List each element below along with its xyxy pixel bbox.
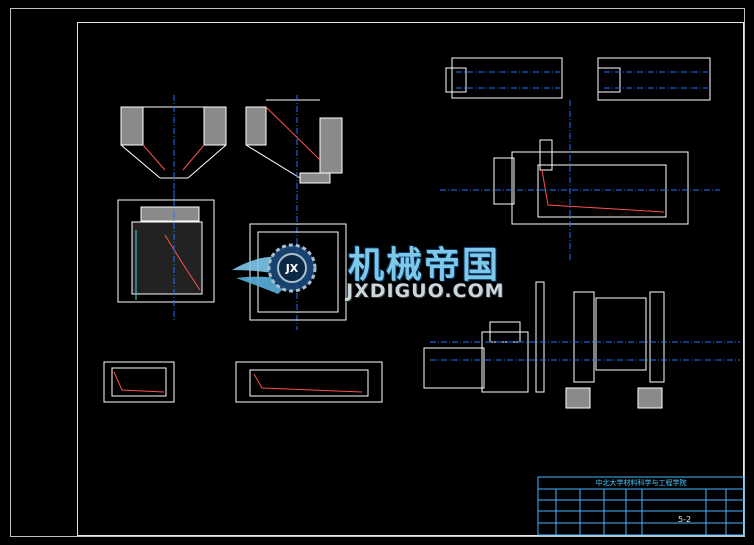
- title-block: 中北大学材料科学与工程学院 5-2: [538, 477, 744, 535]
- roller-views-top: [445, 57, 711, 101]
- trough-plan-right: [493, 139, 689, 225]
- watermark: JX 机械帝国 JXDIGUO.COM: [228, 232, 528, 310]
- hopper-section-right: [245, 99, 343, 184]
- title-block-school: 中北大学材料科学与工程学院: [595, 479, 687, 487]
- hopper-section-left: [120, 106, 227, 179]
- trough-elevation-small: [103, 361, 175, 403]
- watermark-emblem-letters: JX: [285, 262, 299, 275]
- title-block-grid: [537, 476, 745, 536]
- drawing-outer-frame: [10, 8, 745, 537]
- drawing-border: [77, 22, 744, 536]
- watermark-emblem: [232, 243, 317, 294]
- trough-elevation-large: [235, 361, 383, 403]
- plan-view-right: [249, 223, 347, 321]
- watermark-brand-en: JXDIGUO.COM: [346, 280, 505, 302]
- roller-assembly: [423, 281, 665, 409]
- title-block-drawing-code: 5-2: [678, 515, 692, 524]
- watermark-brand-cn: 机械帝国: [348, 245, 501, 286]
- plan-view-left: [117, 199, 215, 303]
